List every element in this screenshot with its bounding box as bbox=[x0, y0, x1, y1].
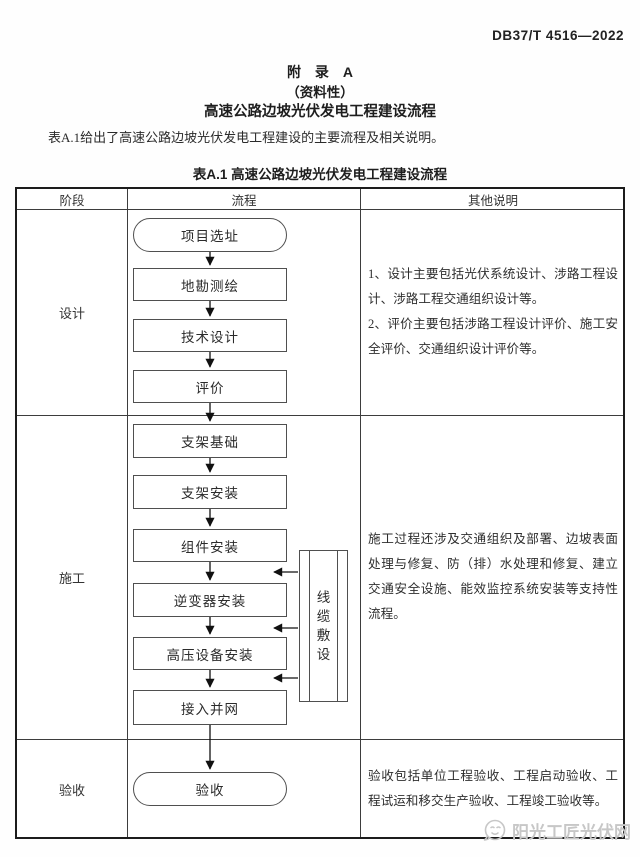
notes-acceptance-text: 验收包括单位工程验收、工程启动验收、工程试运和移交生产验收、工程竣工验收等。 bbox=[368, 769, 618, 808]
cable-laying-label: 线缆敷设 bbox=[316, 590, 331, 662]
flow-node-geological-survey: 地勘测绘 bbox=[133, 268, 287, 301]
row-divider-construction-acceptance bbox=[17, 739, 623, 740]
notes-design: 1、设计主要包括光伏系统设计、涉路工程设计、涉路工程交通组织设计等。 2、评价主… bbox=[361, 209, 625, 415]
watermark: 阳光工匠光伏网 bbox=[481, 817, 631, 843]
table-caption: 表A.1 高速公路边坡光伏发电工程建设流程 bbox=[192, 167, 448, 182]
notes-design-item-2: 2、评价主要包括涉路工程设计评价、施工安全评价、交通组织设计评价等。 bbox=[368, 317, 618, 356]
row-divider-header bbox=[17, 209, 623, 210]
phase-label-acceptance: 验收 bbox=[58, 782, 85, 798]
wechat-face-icon bbox=[483, 819, 506, 841]
col-header-process: 流程 bbox=[231, 193, 257, 208]
col-header-notes: 其他说明 bbox=[467, 193, 518, 208]
flow-node-grid-connection: 接入并网 bbox=[133, 690, 287, 725]
flow-node-inverter-installation: 逆变器安装 bbox=[133, 583, 287, 617]
notes-design-item-1: 1、设计主要包括光伏系统设计、涉路工程设计、涉路工程交通组织设计等。 bbox=[368, 267, 618, 306]
flow-node-technical-design: 技术设计 bbox=[133, 319, 287, 352]
column-divider-2 bbox=[360, 189, 361, 837]
table-a1: 阶段 流程 其他说明 设计 施工 验收 1、设计主要包括光伏系统设计、涉路工程设… bbox=[15, 187, 625, 839]
flow-node-acceptance: 验收 bbox=[133, 772, 287, 806]
intro-paragraph: 表A.1给出了高速公路边坡光伏发电工程建设的主要流程及相关说明。 bbox=[48, 130, 445, 145]
flow-node-hv-equipment-installation: 高压设备安装 bbox=[133, 637, 287, 670]
column-divider-1 bbox=[127, 189, 128, 837]
appendix-subtitle: 高速公路边坡光伏发电工程建设流程 bbox=[204, 104, 436, 120]
notes-construction-text: 施工过程还涉及交通组织及部署、边坡表面处理与修复、防（排）水处理和修复、建立交通… bbox=[368, 532, 618, 621]
appendix-informative-label: （资料性） bbox=[286, 85, 354, 100]
flow-node-bracket-foundation: 支架基础 bbox=[133, 424, 287, 458]
flow-node-cable-laying: 线缆敷设 bbox=[299, 550, 348, 702]
notes-acceptance: 验收包括单位工程验收、工程启动验收、工程试运和移交生产验收、工程竣工验收等。 bbox=[361, 739, 625, 839]
row-divider-design-construction bbox=[17, 415, 623, 416]
phase-label-construction: 施工 bbox=[58, 570, 85, 586]
notes-construction: 施工过程还涉及交通组织及部署、边坡表面处理与修复、防（排）水处理和修复、建立交通… bbox=[361, 415, 625, 739]
watermark-text: 阳光工匠光伏网 bbox=[512, 822, 631, 842]
doc-number: DB37/T 4516—2022 bbox=[492, 28, 624, 43]
flow-node-site-selection: 项目选址 bbox=[133, 218, 287, 252]
col-header-phase: 阶段 bbox=[59, 193, 85, 208]
phase-label-design: 设计 bbox=[58, 305, 85, 321]
flow-node-evaluation: 评价 bbox=[133, 370, 287, 403]
flow-node-bracket-installation: 支架安装 bbox=[133, 475, 287, 509]
flow-node-module-installation: 组件安装 bbox=[133, 529, 287, 562]
appendix-title: 附 录 A bbox=[286, 64, 354, 80]
